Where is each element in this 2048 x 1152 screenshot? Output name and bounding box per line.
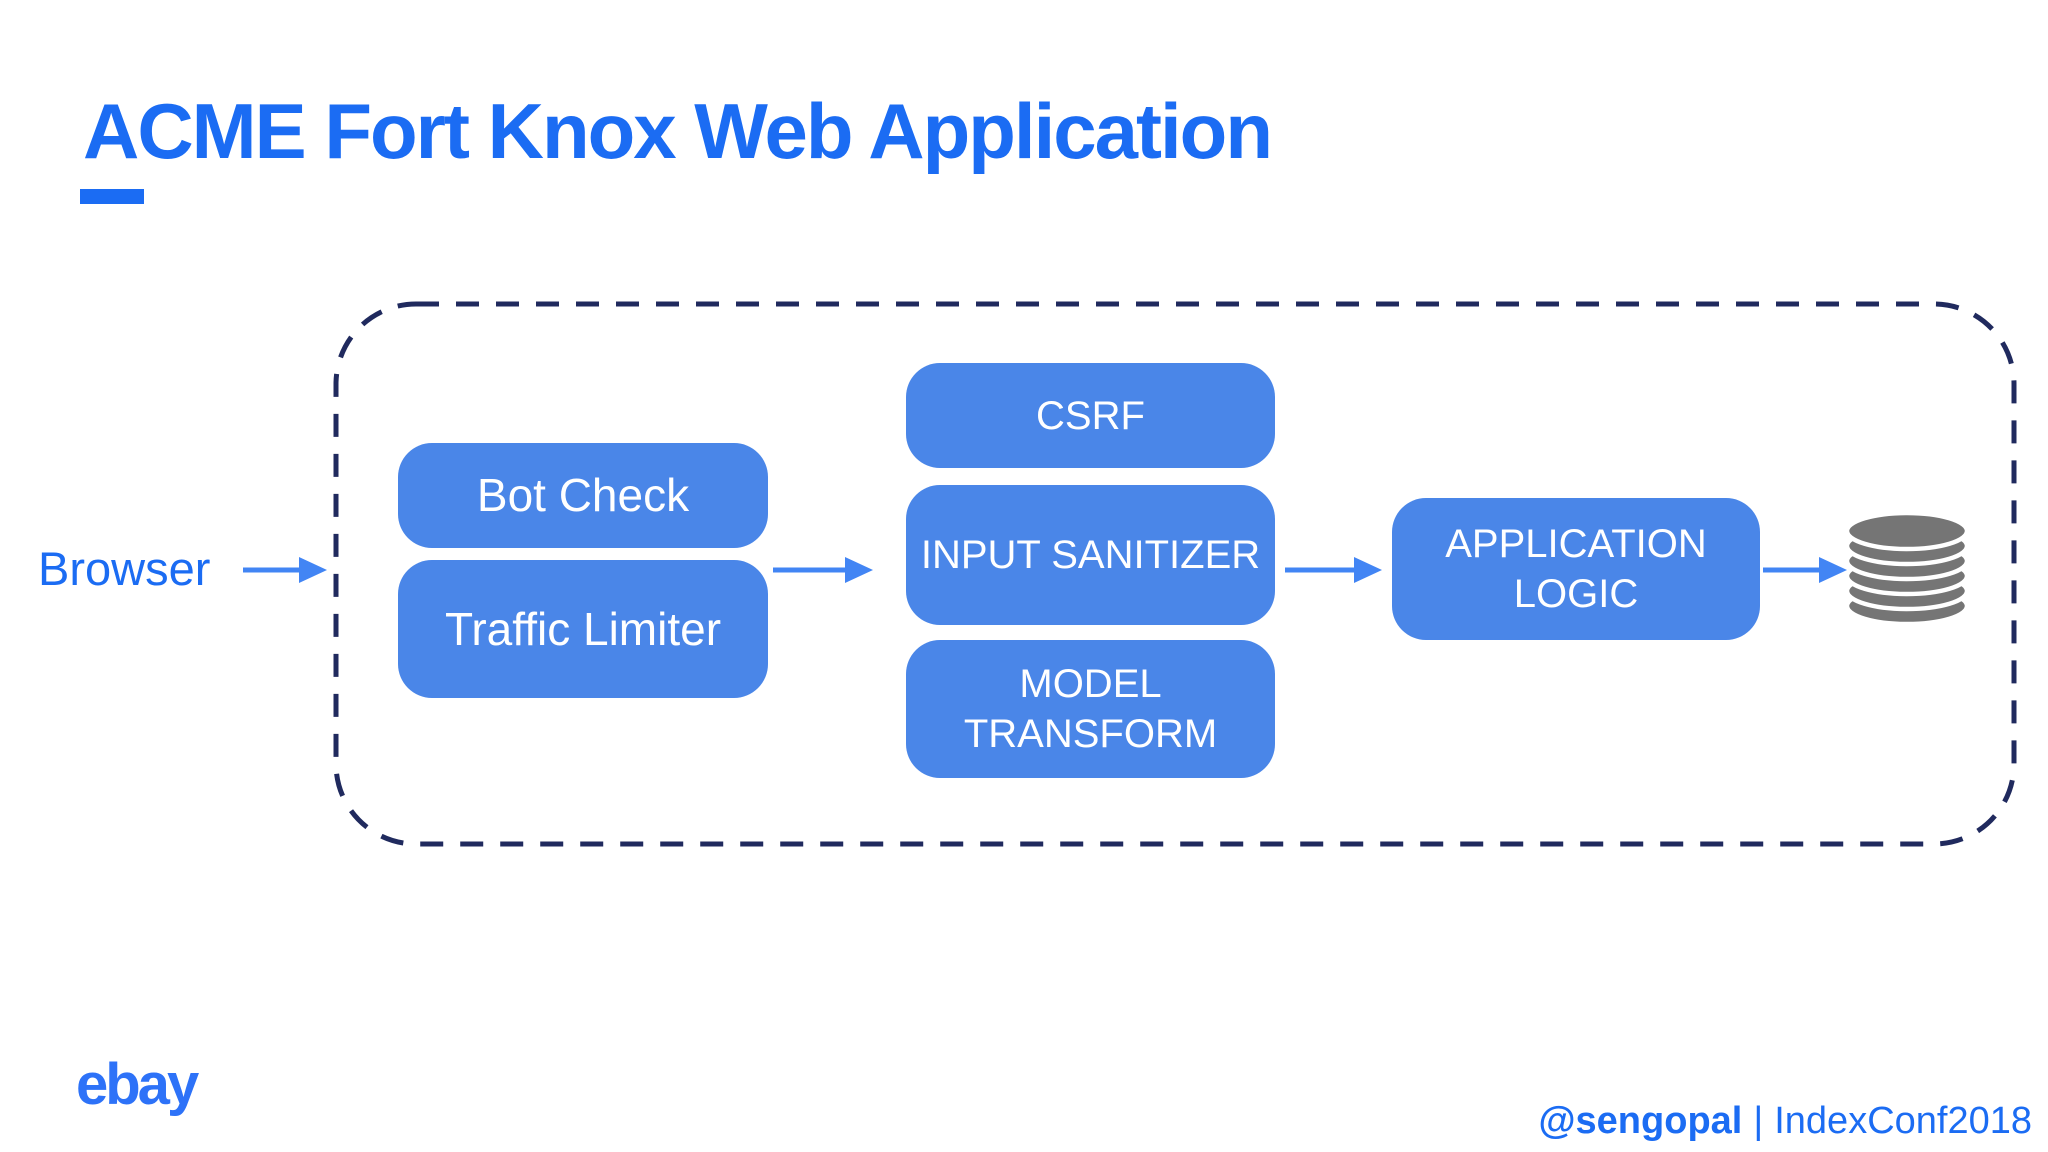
attribution-event: IndexConf2018 [1774, 1100, 2032, 1142]
attribution-separator: | [1753, 1100, 1764, 1142]
flow-arrow-filter-to-app [1285, 557, 1382, 583]
node-model-transform: MODEL TRANSFORM [906, 640, 1275, 778]
flow-arrow-browser-to-boundary [243, 557, 327, 583]
attribution: @sengopal | IndexConf2018 [1538, 1099, 2032, 1143]
node-csrf: CSRF [906, 363, 1275, 468]
flow-arrow-edge-to-filter [773, 557, 873, 583]
database-icon [1844, 510, 1970, 627]
browser-label: Browser [38, 542, 211, 595]
node-label: APPLICATION LOGIC [1445, 522, 1707, 616]
node-label: Traffic Limiter [444, 602, 722, 655]
node-label: Bot Check [476, 469, 690, 522]
title-accent-bar [80, 189, 144, 204]
node-label: CSRF [1036, 393, 1145, 438]
ebay-logo: ebay [76, 1052, 199, 1117]
node-traffic-limiter: Traffic Limiter [398, 560, 768, 698]
node-label: MODEL TRANSFORM [963, 662, 1218, 756]
page-title: ACME Fort Knox Web Application [83, 87, 1273, 175]
node-bot-check: Bot Check [398, 443, 768, 548]
node-input-sanitizer: INPUT SANITIZER [906, 485, 1275, 625]
attribution-handle: @sengopal [1538, 1100, 1743, 1142]
flow-arrow-app-to-database [1763, 557, 1847, 583]
node-application-logic: APPLICATION LOGIC [1392, 498, 1760, 640]
trust-boundary-border [333, 301, 2017, 847]
node-label: INPUT SANITIZER [920, 533, 1261, 577]
